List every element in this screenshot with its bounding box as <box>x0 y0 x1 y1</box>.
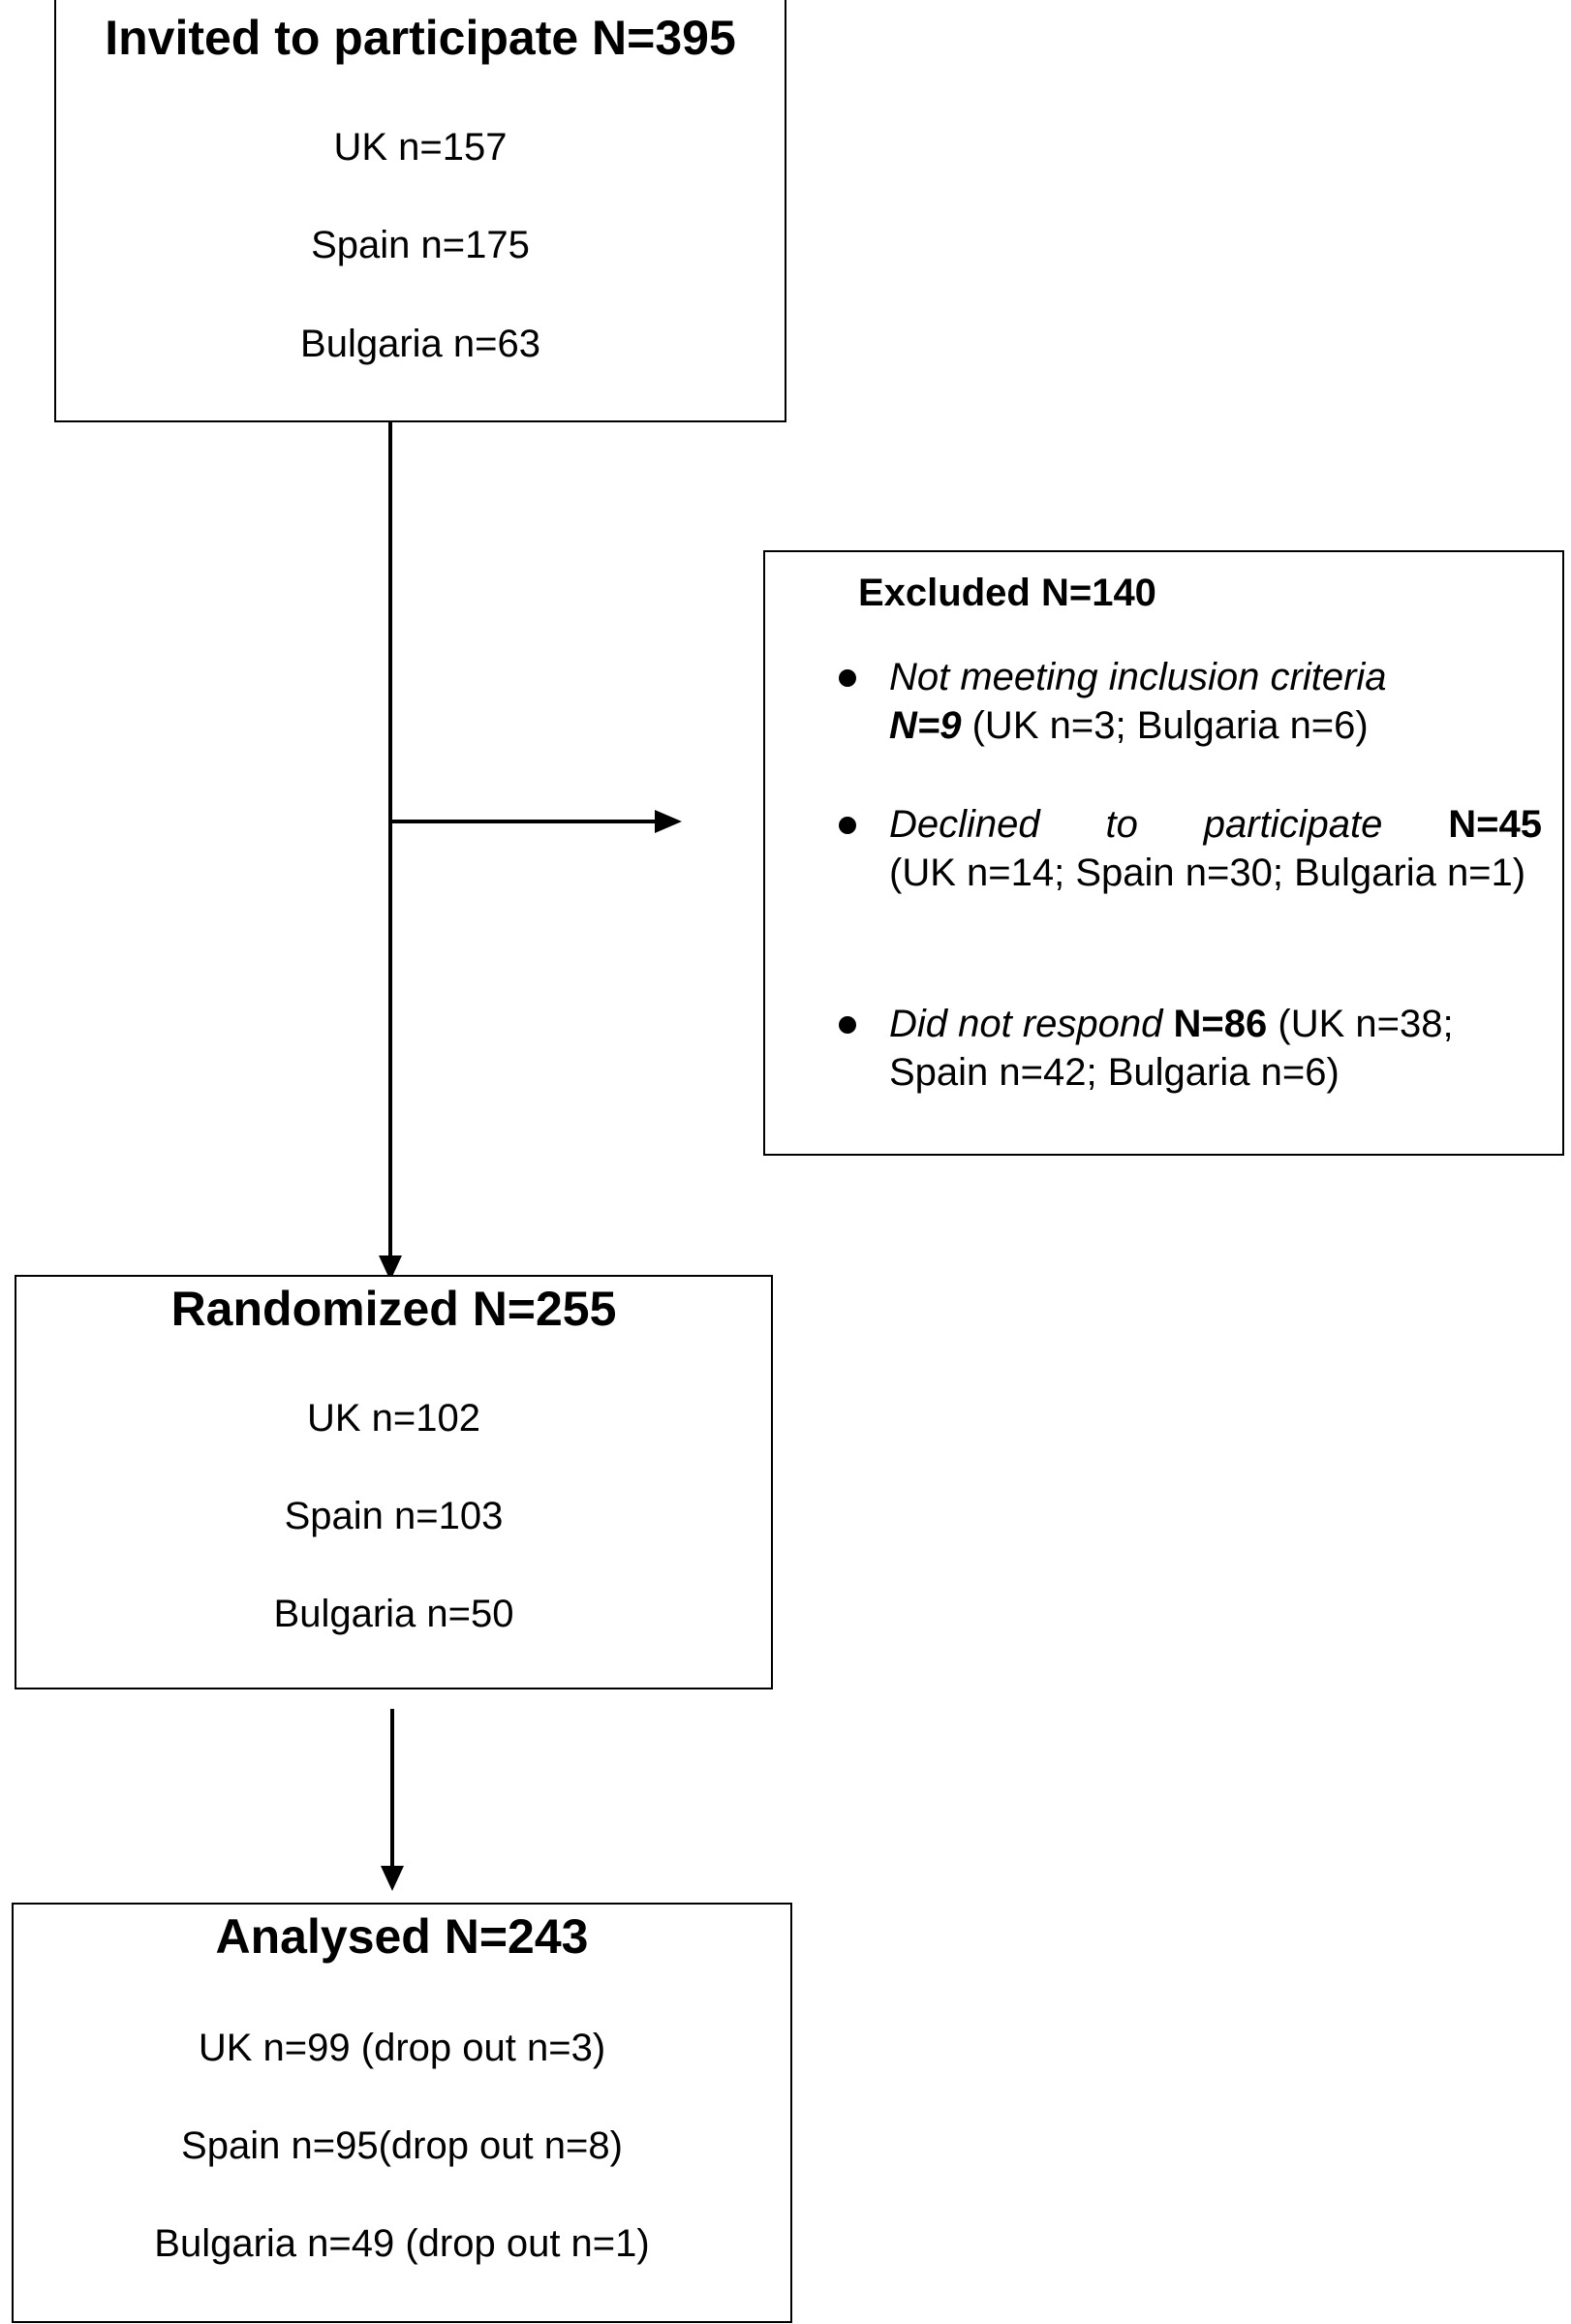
invited-spain: Spain n=175 <box>311 224 530 266</box>
excluded-title: Excluded N=140 <box>858 572 1156 614</box>
arrowhead-randomized <box>379 1255 402 1281</box>
excluded-count: N=86 <box>1173 1003 1268 1045</box>
randomized-spain: Spain n=103 <box>284 1495 504 1537</box>
invited-box: Invited to participate N=395 UK n=157 Sp… <box>54 0 786 422</box>
excluded-item-declined: Declined to participate N=45 (UK n=14; S… <box>839 800 1542 897</box>
excluded-detail: (UK n=38; Spain n=42; Bulgaria n=6) <box>889 1003 1454 1094</box>
analysed-box: Analysed N=243 UK n=99 (drop out n=3) Sp… <box>12 1903 792 2323</box>
bullet-dot <box>839 817 856 834</box>
analysed-bulgaria: Bulgaria n=49 (drop out n=1) <box>154 2222 650 2265</box>
randomized-box: Randomized N=255 UK n=102 Spain n=103 Bu… <box>15 1275 773 1689</box>
arrowhead-excluded <box>655 810 682 833</box>
randomized-title: Randomized N=255 <box>170 1282 617 1336</box>
randomized-bulgaria: Bulgaria n=50 <box>273 1593 514 1635</box>
excluded-box: Excluded N=140 Not meeting inclusion cri… <box>763 550 1564 1156</box>
excluded-reason: Declined to participate <box>889 803 1383 846</box>
invited-title: Invited to participate N=395 <box>105 11 736 65</box>
analysed-uk: UK n=99 (drop out n=3) <box>198 2027 606 2069</box>
invited-uk: UK n=157 <box>333 126 508 169</box>
randomized-uk: UK n=102 <box>306 1397 481 1440</box>
invited-bulgaria: Bulgaria n=63 <box>300 323 540 365</box>
excluded-item-no-response: Did not respond N=86 (UK n=38; Spain n=4… <box>839 1000 1542 1097</box>
excluded-count: N=45 <box>1448 803 1542 846</box>
excluded-reason: Did not respond <box>889 1003 1163 1045</box>
arrowhead-analysed <box>381 1866 404 1891</box>
excluded-count: N=9 <box>889 704 962 747</box>
bullet-dot <box>839 1016 856 1034</box>
excluded-detail: (UK n=14; Spain n=30; Bulgaria n=1) <box>889 852 1526 894</box>
excluded-detail: (UK n=3; Bulgaria n=6) <box>961 704 1369 747</box>
analysed-title: Analysed N=243 <box>215 1909 589 1964</box>
analysed-spain: Spain n=95(drop out n=8) <box>181 2124 623 2167</box>
bullet-dot <box>839 669 856 687</box>
excluded-reason: Not meeting inclusion criteria <box>889 656 1387 698</box>
excluded-item-inclusion: Not meeting inclusion criteria N=9 (UK n… <box>839 653 1542 750</box>
